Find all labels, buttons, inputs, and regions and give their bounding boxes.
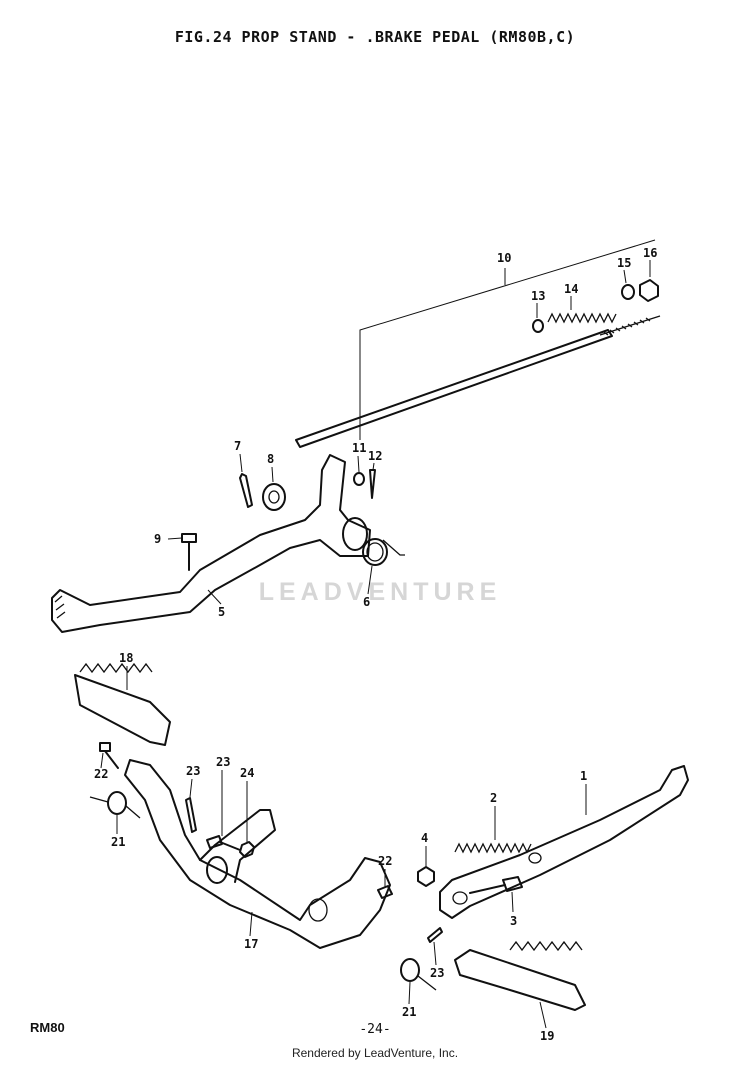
callout-label-1: 1	[580, 769, 587, 783]
adjust-bolt	[181, 533, 197, 543]
callout-label-6: 6	[363, 595, 370, 609]
footrest-bracket	[124, 759, 391, 949]
callout-label-21a: 22	[94, 767, 108, 781]
callout-label-21b: 22	[378, 854, 392, 868]
stopper-nut	[239, 841, 255, 858]
callout-label-19: 19	[540, 1029, 554, 1043]
callout-label-3: 3	[510, 914, 517, 928]
callout-label-18: 18	[119, 651, 133, 665]
pivot-bolt	[502, 876, 523, 892]
callout-label-14: 14	[564, 282, 578, 296]
callout-label-15: 15	[617, 256, 631, 270]
callout-label-10: 10	[497, 251, 511, 265]
rod-joint	[621, 284, 635, 300]
adjuster-nut	[639, 279, 659, 302]
callout-label-16: 16	[643, 246, 657, 260]
right-footrest	[454, 949, 586, 1011]
callout-label-17: 17	[244, 937, 258, 951]
callout-label-13: 13	[531, 289, 545, 303]
watermark: LEADVENTURE	[258, 578, 502, 606]
callout-label-11: 11	[352, 441, 366, 455]
pedal-return-spring	[362, 538, 388, 566]
callout-label-7: 7	[234, 439, 241, 453]
prop-stand-spring	[454, 842, 532, 854]
model-code: RM80	[30, 1020, 65, 1035]
callout-label-23: 23	[216, 755, 230, 769]
page-number: -24-	[359, 1022, 391, 1037]
rod-spring	[547, 312, 617, 324]
brake-pedal-assembly: 7 8 9 11 12 5 6	[51, 439, 405, 633]
callout-label-12: 12	[368, 449, 382, 463]
callout-label-22a: 23	[186, 764, 200, 778]
callout-label-4: 4	[421, 831, 428, 845]
brake-rod-assembly: 10 13 14 15 16	[295, 239, 661, 448]
render-credit: Rendered by LeadVenture, Inc.	[291, 1046, 459, 1060]
pivot-nut	[417, 866, 435, 887]
cotter-pin-left	[185, 797, 197, 833]
prop-stand	[439, 765, 689, 919]
cotter-pin	[239, 473, 253, 508]
callout-label-20b: 21	[402, 1005, 416, 1019]
pedal-washer	[262, 483, 286, 511]
footrest-pin-left	[99, 742, 111, 752]
brake-pedal	[51, 454, 371, 633]
callout-label-24: 24	[240, 766, 254, 780]
left-footrest	[74, 674, 171, 746]
rod-cotter-pin	[369, 469, 376, 499]
cotter-pin-right	[427, 927, 443, 943]
callout-10-bracket	[359, 239, 656, 440]
rod-nut	[532, 319, 544, 333]
callout-label-22b: 23	[430, 966, 444, 980]
callout-label-9: 9	[154, 532, 161, 546]
stopper-bolt	[206, 835, 223, 849]
prop-stand-assembly: 1 2 3 4	[417, 765, 689, 928]
footrest-spring-left	[107, 791, 127, 815]
pedal-pivot-boss	[342, 517, 368, 551]
callout-label-2: 2	[490, 791, 497, 805]
callout-label-8: 8	[267, 452, 274, 466]
brake-rod	[295, 329, 613, 448]
rod-washer	[353, 472, 365, 486]
footrest-assembly: 18 22 21 23 23 24 17 22 23 21 19	[74, 651, 586, 1043]
callout-label-20a: 21	[111, 835, 125, 849]
footrest-spring-right	[400, 958, 420, 982]
figure-title: FIG.24 PROP STAND - .BRAKE PEDAL (RM80B,…	[174, 28, 576, 46]
callout-label-5: 5	[218, 605, 225, 619]
